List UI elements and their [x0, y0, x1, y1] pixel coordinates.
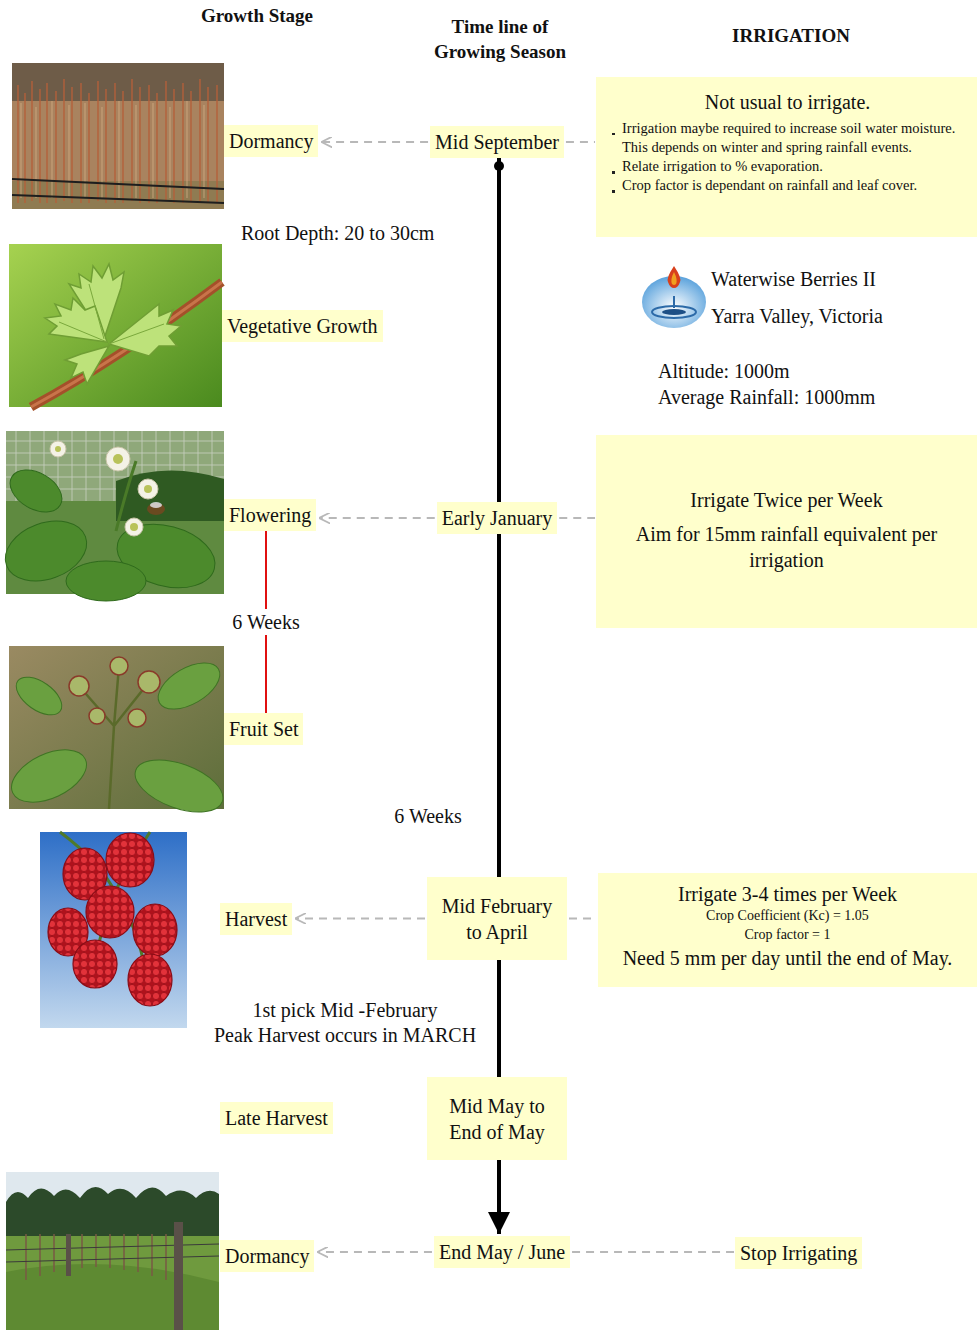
stage-label: End May / June: [439, 1239, 565, 1265]
dashed-connector: [320, 517, 435, 519]
stage-label: Fruit Set: [229, 716, 298, 742]
column-heading: Time line of Growing Season: [418, 15, 583, 64]
dormancy-photo: [12, 63, 224, 209]
irrigation-box: Not usual to irrigate. Irrigation maybe r…: [596, 77, 977, 237]
stage-label: Flowering: [229, 502, 311, 528]
bullet-dot: [612, 190, 615, 193]
irrigation-note: Irrigation maybe required to increase so…: [610, 119, 965, 157]
stage-box: Flowering: [224, 499, 316, 531]
irrigation-note: Crop factor = 1: [604, 926, 971, 945]
flowering-photo: [0, 431, 224, 601]
timeline-segment: [497, 960, 501, 1077]
irrigation-heading: Irrigate 3-4 times per Week: [604, 881, 971, 907]
date-box: Mid September: [430, 126, 564, 158]
dashed-connector: [318, 1251, 432, 1253]
date-box: Early January: [437, 502, 558, 534]
site-fact: Altitude: 1000m: [658, 358, 790, 384]
project-label: Waterwise Berries II: [711, 266, 876, 292]
note-label: Root Depth: 20 to 30cm: [241, 220, 434, 246]
date-box: Mid May to End of May: [427, 1077, 567, 1160]
fruit-set-photo: [3, 646, 229, 822]
stage-box: Late Harvest: [220, 1102, 333, 1134]
dashed-connector: [572, 1251, 734, 1253]
stage-label: Mid May to End of May: [435, 1093, 559, 1145]
stage-box: Dormancy: [224, 125, 318, 157]
timeline-segment: [497, 534, 501, 877]
dashed-connector: [296, 918, 425, 920]
action-box: Stop Irrigating: [735, 1237, 862, 1269]
stage-label: Late Harvest: [225, 1105, 328, 1131]
stage-label: Vegetative Growth: [227, 313, 378, 339]
stage-label: Stop Irrigating: [740, 1240, 857, 1266]
irrigation-heading: Irrigate Twice per Week: [612, 487, 961, 513]
timeline-segment: [497, 1160, 501, 1234]
irrigation-box: Irrigate 3-4 times per WeekCrop Coeffici…: [598, 873, 977, 987]
location-label: Yarra Valley, Victoria: [711, 303, 883, 329]
stage-label: Harvest: [225, 906, 287, 932]
stage-label: Mid September: [435, 129, 559, 155]
stage-label: Dormancy: [225, 1243, 309, 1269]
irrigation-box: Irrigate Twice per WeekAim for 15mm rain…: [596, 435, 977, 628]
irrigation-heading: Not usual to irrigate.: [610, 89, 965, 115]
harvest-note: 1st pick Mid -February: [253, 997, 438, 1023]
stage-box: Harvest: [220, 903, 292, 935]
stage-box: Vegetative Growth: [222, 310, 383, 342]
edge-label: 6 Weeks: [391, 803, 464, 829]
waterwise-logo: [642, 266, 706, 328]
stage-label: Early January: [442, 505, 553, 531]
stage-label: Mid February to April: [435, 893, 559, 945]
irrigation-note: Need 5 mm per day until the end of May.: [604, 945, 971, 971]
column-heading: IRRIGATION: [732, 24, 850, 49]
dashed-connector: [569, 918, 597, 920]
bullet-dot: [612, 171, 615, 174]
irrigation-note: Relate irrigation to % evaporation.: [610, 157, 965, 176]
vegetative-photo: [9, 244, 222, 407]
date-box: End May / June: [434, 1236, 570, 1268]
dormancy-field-photo: [6, 1172, 219, 1330]
column-heading: Growth Stage: [201, 4, 313, 29]
timeline-segment: [497, 158, 501, 502]
bullet-dot: [612, 133, 615, 136]
date-box: Mid February to April: [427, 877, 567, 960]
stage-box: Fruit Set: [224, 713, 303, 745]
dashed-connector: [559, 517, 595, 519]
stage-box: Dormancy: [220, 1240, 314, 1272]
irrigation-note: Crop Coefficient (Kc) = 1.05: [604, 907, 971, 926]
irrigation-note: Crop factor is dependant on rainfall and…: [610, 176, 965, 195]
edge-label: 6 Weeks: [229, 609, 302, 635]
harvest-note: Peak Harvest occurs in MARCH: [214, 1022, 476, 1048]
irrigation-note: Aim for 15mm rainfall equivalent per irr…: [612, 521, 961, 573]
stage-label: Dormancy: [229, 128, 313, 154]
dashed-connector: [566, 141, 595, 143]
harvest-photo: [40, 832, 187, 1028]
dashed-connector: [322, 141, 428, 143]
site-fact: Average Rainfall: 1000mm: [658, 384, 875, 410]
